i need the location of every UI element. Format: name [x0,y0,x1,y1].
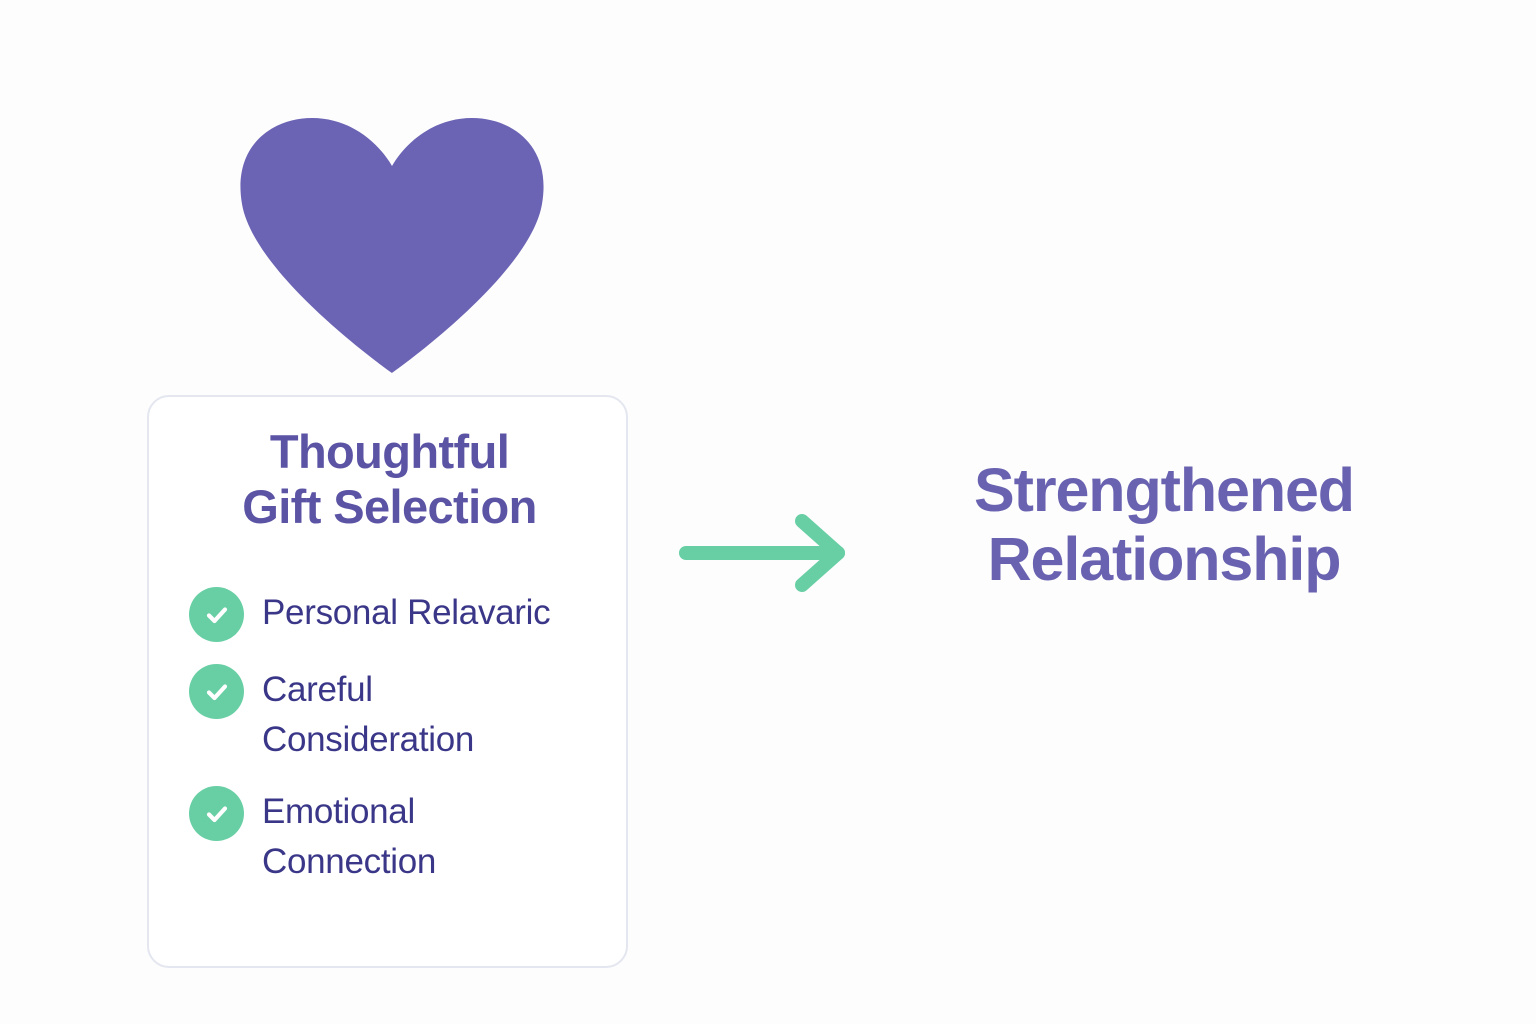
check-icon [189,587,244,642]
outcome-heading: Strengthened Relationship [974,456,1355,593]
list-item: Personal Relavaric [189,587,609,642]
card-title: Thoughtful Gift Selection [242,425,537,533]
arrow-right-icon [678,505,858,601]
benefit-card: Thoughtful Gift Selection Personal Relav… [147,395,628,968]
list-item: Emotional Connection [189,786,609,886]
list-item-label: Emotional Connection [262,792,437,882]
list-item-label: Careful Consideration [262,670,475,759]
benefit-checklist: Personal Relavaric Careful Consideration… [189,587,609,909]
check-icon [189,786,244,842]
heart-icon [238,118,546,373]
list-item-label: Personal Relavaric [262,593,551,632]
check-icon [189,664,244,719]
list-item: Careful Consideration [189,664,609,764]
